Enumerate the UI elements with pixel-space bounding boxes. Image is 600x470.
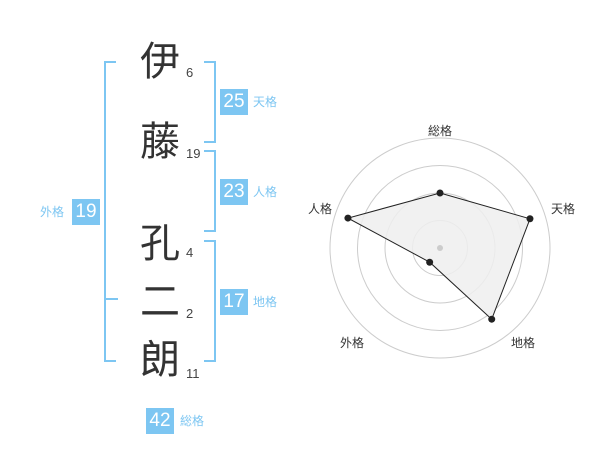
gaikaku-bracket [104, 61, 116, 362]
radar-point-1 [436, 189, 444, 197]
tenkaku-bracket [204, 61, 216, 143]
radar-label-tenkaku: 天格 [550, 202, 575, 216]
chikaku-value: 17 [220, 289, 248, 315]
radar-label-soukaku: 総格 [427, 124, 452, 138]
soukaku-label: 総格 [180, 414, 205, 428]
name-char-1: 伊 [140, 39, 180, 85]
stroke-count-3: 4 [186, 245, 194, 260]
radar-point-2 [526, 215, 534, 223]
stroke-count-1: 6 [186, 65, 194, 80]
name-char-5: 朗 [140, 337, 180, 383]
stroke-count-2: 19 [186, 146, 201, 161]
gaikaku-bracket-tick [104, 298, 118, 300]
name-char-3: 孔 [140, 221, 180, 267]
name-char-2: 藤 [140, 119, 180, 165]
name-char-4: 二 [140, 279, 180, 325]
gaikaku-label: 外格 [40, 205, 65, 219]
radar-ring-1 [329, 137, 551, 359]
gaikaku-value: 19 [72, 199, 100, 225]
tenkaku-label: 天格 [253, 95, 278, 109]
radar-label-jinkaku: 人格 [307, 202, 332, 216]
radar-point-5 [344, 214, 352, 222]
chikaku-label: 地格 [253, 295, 278, 309]
chikaku-bracket [204, 240, 216, 362]
radar-point-3 [488, 315, 496, 323]
radar-center-dot [437, 245, 443, 251]
radar-point-4 [426, 258, 434, 266]
radar-label-gaikaku: 外格 [339, 336, 364, 350]
radar-ring-2 [357, 165, 523, 331]
radar-polygon [346, 192, 531, 321]
jinkaku-label: 人格 [253, 185, 278, 199]
jinkaku-bracket [204, 150, 216, 232]
soukaku-value: 42 [146, 408, 174, 434]
jinkaku-value: 23 [220, 179, 248, 205]
stroke-count-4: 2 [186, 306, 194, 321]
tenkaku-value: 25 [220, 89, 248, 115]
radar-label-chikaku: 地格 [510, 336, 535, 350]
stroke-count-5: 11 [186, 366, 200, 381]
